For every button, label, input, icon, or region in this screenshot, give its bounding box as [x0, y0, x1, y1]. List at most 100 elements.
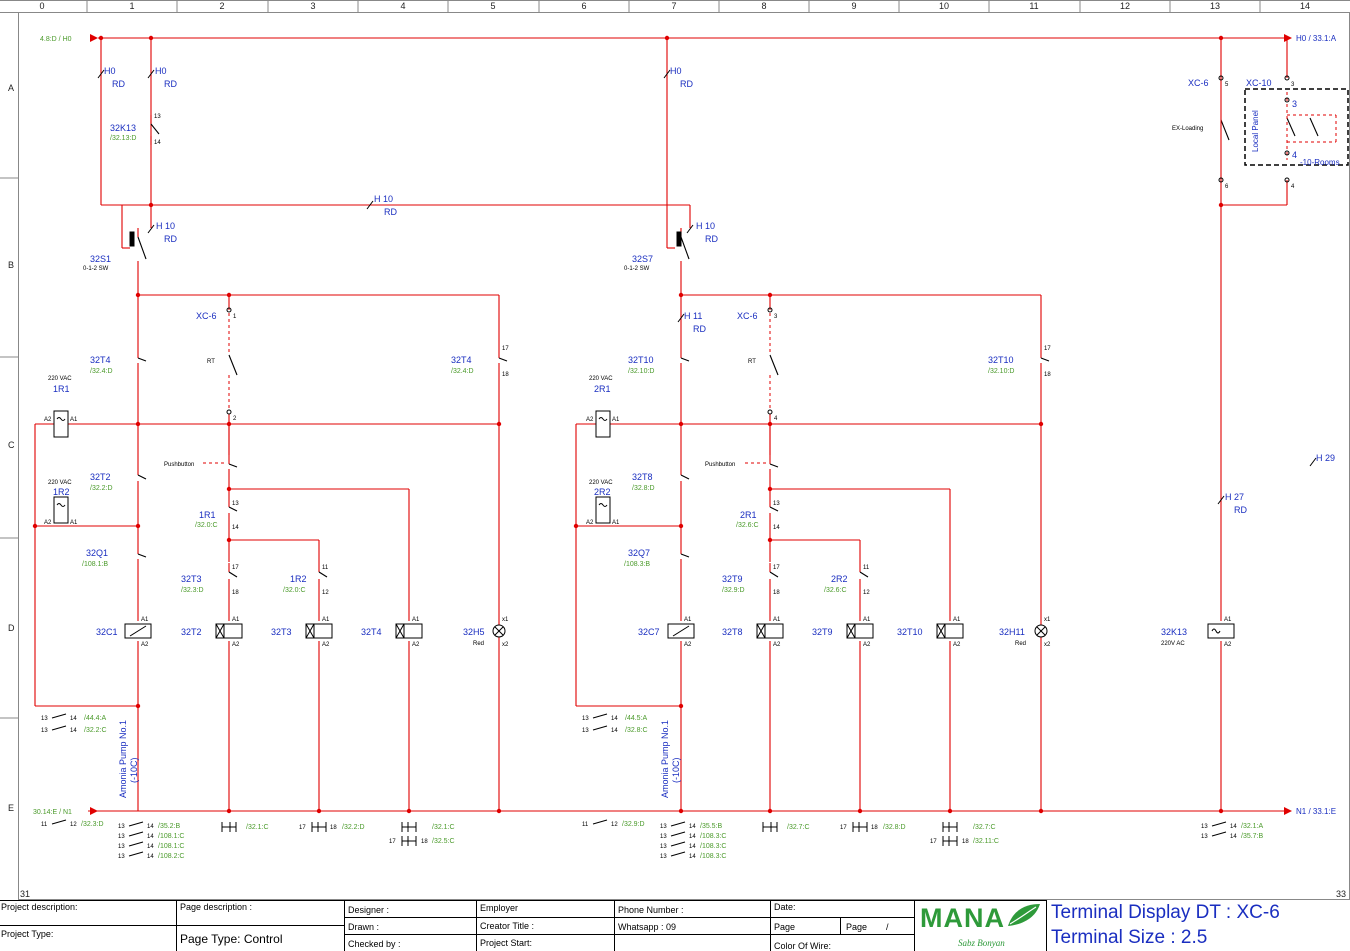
diagram-label: 11 — [322, 565, 329, 571]
junction-dot — [226, 537, 232, 543]
terminal-circle — [1284, 177, 1290, 183]
mini-contact — [670, 851, 686, 857]
diagram-label: 18 — [962, 839, 969, 845]
diagram-label: A2 — [586, 520, 594, 526]
grid-column-label: 9 — [851, 1, 856, 11]
junction-dot — [767, 486, 773, 492]
h10-label: H 10 — [696, 221, 715, 231]
grid-row-label: D — [8, 623, 15, 633]
switch-knob — [676, 231, 682, 247]
pump2-temp-label: (-10C) — [671, 757, 681, 783]
contact-ref: /108.1:C — [158, 833, 184, 840]
contact-blade — [498, 357, 508, 362]
k13-coil-label: 32K13 — [1161, 627, 1187, 637]
diagram-label: A1 — [1224, 617, 1232, 623]
t8-ref: /32.8:D — [632, 485, 655, 492]
t3-label: 32T3 — [181, 574, 202, 584]
diagram-label: 17 — [299, 825, 306, 831]
contact-ref: /32.2:C — [84, 727, 107, 734]
contact-ref: /32.8:C — [625, 727, 648, 734]
junction-dot — [947, 808, 953, 814]
relay-box — [595, 410, 611, 438]
r22-label: 2R2 — [594, 487, 611, 497]
contact-blade — [137, 357, 147, 362]
timer-mark — [846, 623, 856, 639]
diagram-label: 17 — [502, 346, 509, 352]
junction-dot — [664, 35, 670, 41]
diagram-label: A2 — [141, 642, 149, 648]
diagram-label: A1 — [70, 520, 78, 526]
diagram-label: 13 — [118, 824, 125, 830]
junction-dot — [135, 421, 141, 427]
relay-ac-mark — [598, 417, 608, 421]
diagram-label: 14 — [1230, 824, 1237, 830]
t4-coil-label: 32T4 — [361, 627, 382, 637]
r21-label: 2R1 — [594, 384, 611, 394]
diagram-label: 4 — [774, 416, 778, 422]
panel-terminal-3: 3 — [1292, 99, 1297, 109]
diagram-label: A2 — [863, 642, 871, 648]
diagram-label: A2 — [684, 642, 692, 648]
relay-box — [53, 496, 69, 524]
dashed-links — [203, 78, 1337, 464]
diagram-label: A2 — [586, 417, 594, 423]
q7-label: 32Q7 — [628, 548, 650, 558]
q1-ref: /108.1:B — [82, 561, 108, 568]
lamp-cross — [494, 626, 504, 636]
grid-row-label: A — [8, 83, 14, 93]
rd-label: RD — [384, 207, 397, 217]
exloading-label: EX-Loading — [1172, 126, 1203, 132]
grid-column-label: 1 — [129, 1, 134, 11]
junction-dot — [1038, 421, 1044, 427]
coil-box — [1207, 623, 1235, 639]
r2-label: 1R2 — [53, 487, 70, 497]
q7-ref: /108.3:B — [624, 561, 650, 568]
r1-contact-label: 1R1 — [199, 510, 216, 520]
rt-label: RT — [748, 359, 756, 365]
junction-dot — [767, 808, 773, 814]
diagram-label: 17 — [232, 565, 239, 571]
wire-marker — [1309, 457, 1317, 467]
grid-column-label: 10 — [939, 1, 949, 11]
t10-coil-label: 32T10 — [897, 627, 923, 637]
vac2-label: 220V AC — [1161, 641, 1185, 647]
diagram-label: 17 — [840, 825, 847, 831]
timer-mark — [305, 623, 315, 639]
sw-label: 0-1-2 SW — [83, 266, 109, 272]
t4-ref: /32.4:D — [451, 368, 474, 375]
mini-contact — [670, 831, 686, 837]
diagram-label: 3 — [1291, 82, 1295, 88]
mini-contact — [128, 851, 144, 857]
diagram-label: 13 — [660, 834, 667, 840]
local-panel-label: Local Panel — [1251, 110, 1260, 152]
page-slash: / — [886, 922, 889, 932]
t10-ref: /32.10:D — [628, 368, 654, 375]
rd-label: RD — [112, 79, 125, 89]
diagram-label: 17 — [930, 839, 937, 845]
contact-ref: /44.4:A — [84, 715, 107, 722]
grid-column-label: 4 — [400, 1, 405, 11]
contact-blade — [228, 571, 238, 578]
terminal-circle — [226, 307, 232, 313]
rail-arrow — [90, 34, 98, 42]
timer-mark — [846, 623, 856, 639]
junction-dot — [678, 703, 684, 709]
diagram-label: 13 — [773, 501, 780, 507]
mini-contact — [51, 725, 67, 731]
whatsapp-label: Whatsapp : 09 — [618, 922, 677, 932]
mini-contact — [1211, 831, 1227, 837]
local-panel-box — [1244, 88, 1349, 166]
logo-subtext: Sabz Bonyan — [958, 938, 1005, 948]
mini-contact — [51, 713, 67, 719]
terminal-circle — [767, 307, 773, 313]
diagram-label: 13 — [1201, 834, 1208, 840]
terminal-display-text: Terminal Display DT : XC-6 — [1051, 902, 1280, 923]
relay-box — [53, 410, 69, 438]
timer-mark — [215, 623, 225, 639]
diagram-label: 13 — [118, 854, 125, 860]
contact-ref: /32.7:C — [787, 824, 810, 831]
diagram-label: 13 — [582, 716, 589, 722]
h27-label: H 27 — [1225, 492, 1244, 502]
rt-label: RT — [207, 359, 215, 365]
contact-ref: /108.2:C — [158, 853, 184, 860]
